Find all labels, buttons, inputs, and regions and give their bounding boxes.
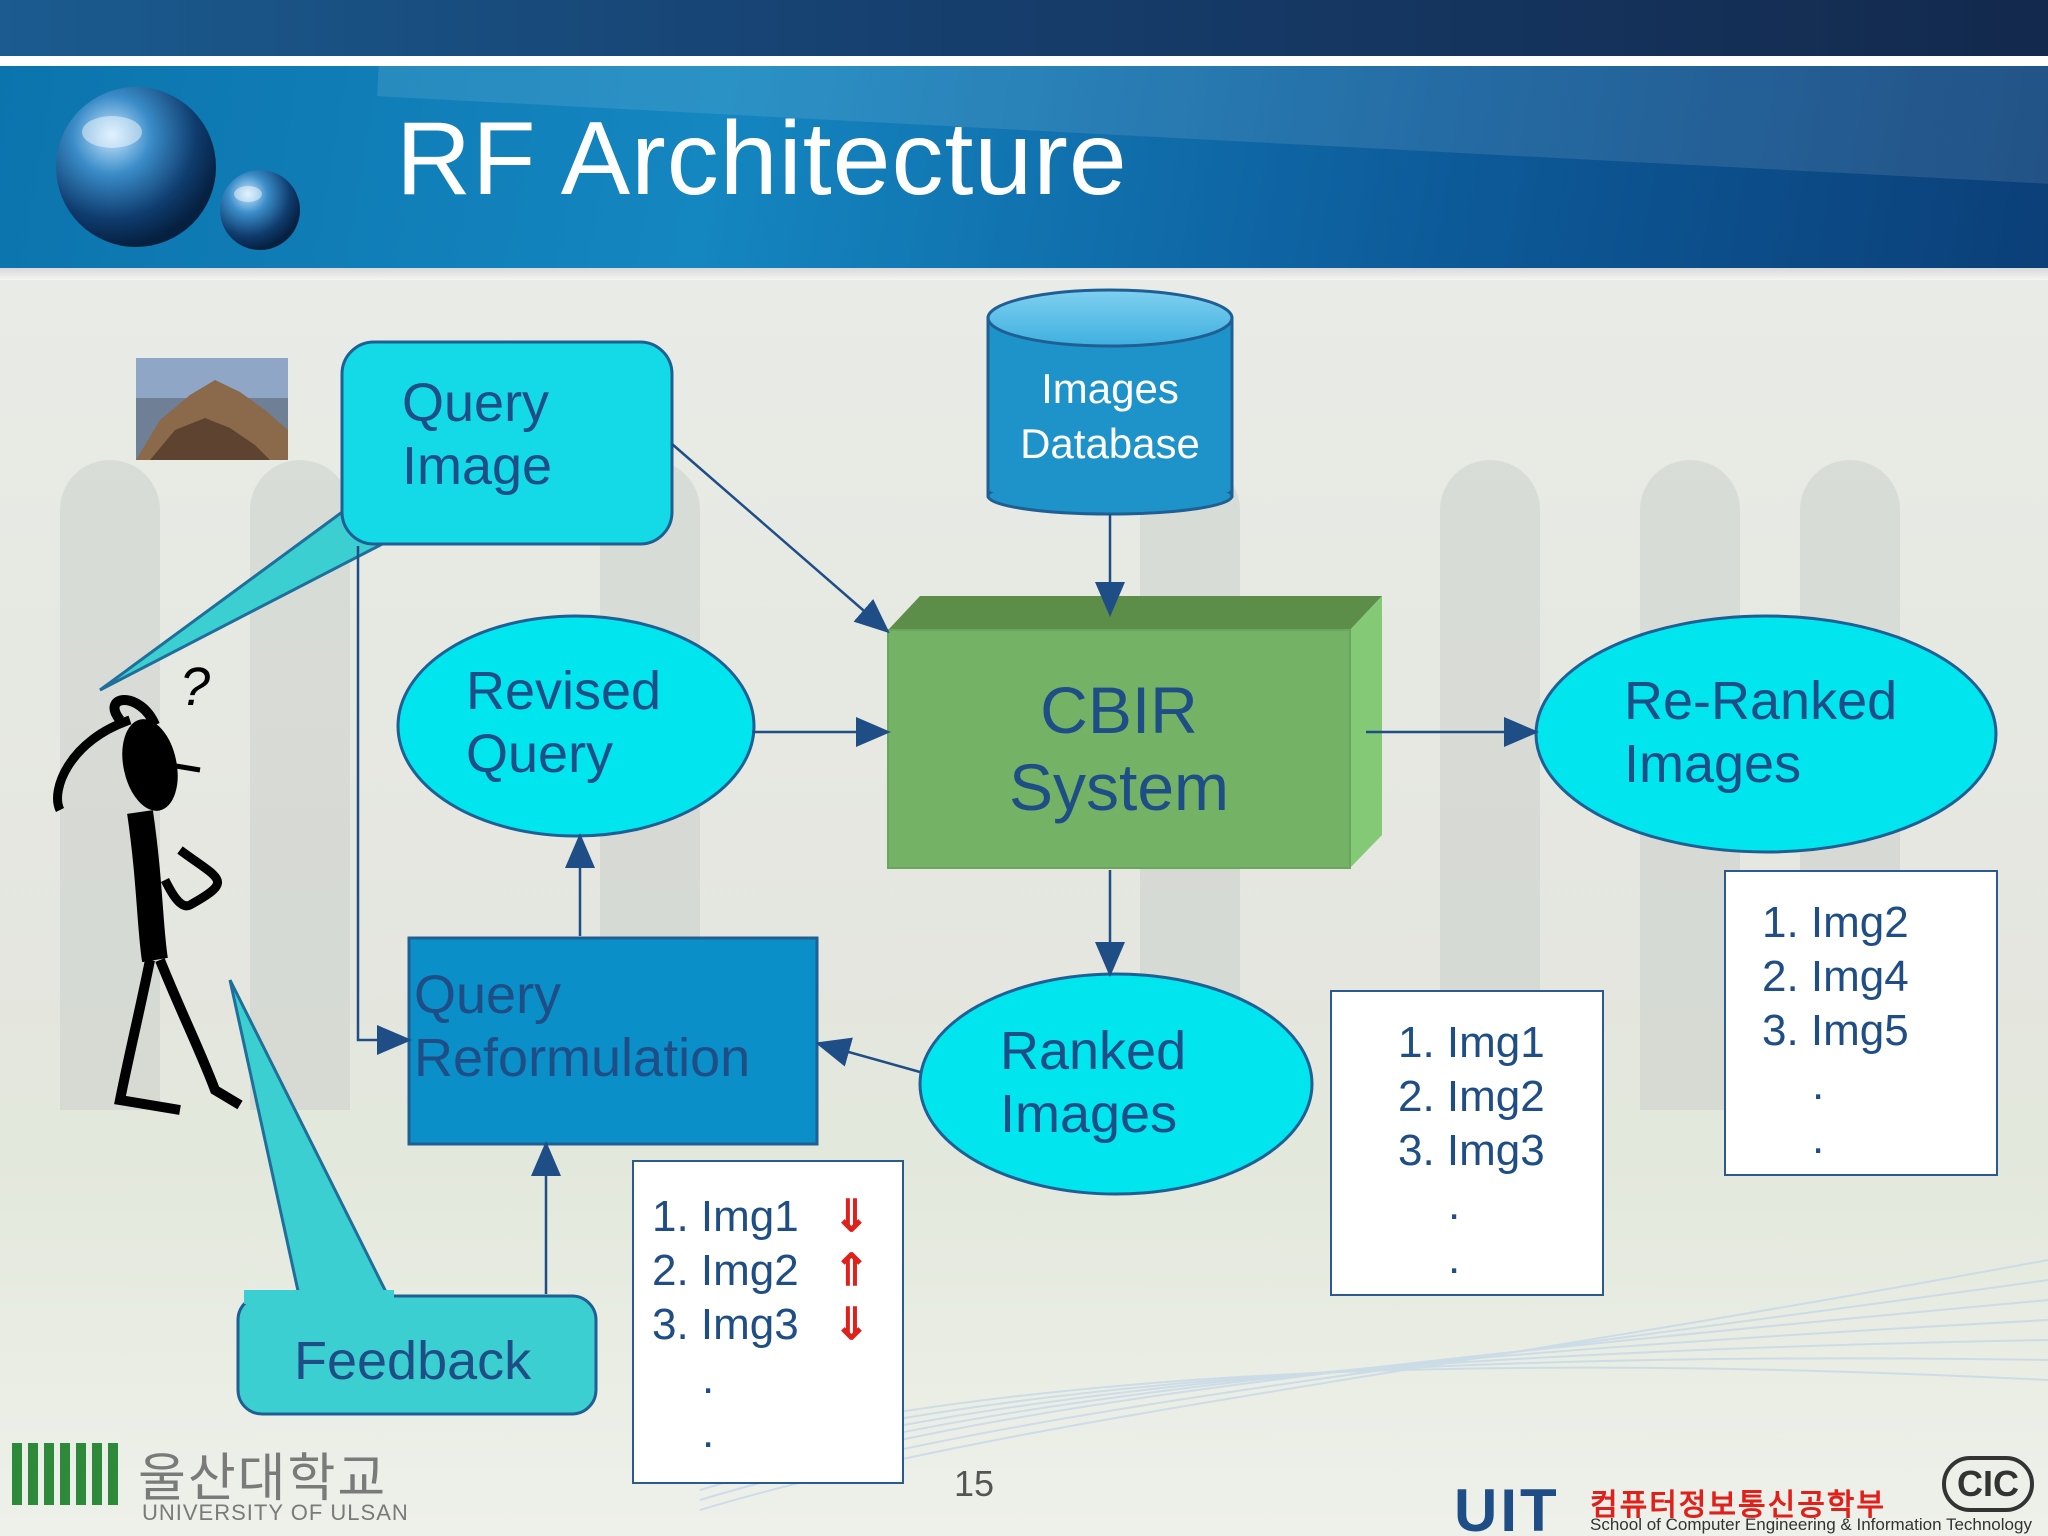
query-reformulation-label: Query Reformulation <box>414 965 751 1088</box>
feedback-node <box>236 1294 598 1416</box>
top-divider <box>0 56 2048 66</box>
list-item: 2. Img2 ⇑ <box>652 1244 892 1298</box>
list-item: 3. Img5 <box>1762 1006 1909 1055</box>
title-shadow <box>0 268 2048 280</box>
query-image-callout-tail <box>99 508 393 692</box>
list-item: . <box>1812 1060 1825 1109</box>
images-database-node <box>986 288 1234 516</box>
list-item: 2. Img4 <box>1762 952 1909 1001</box>
list-item: . <box>1448 1234 1461 1283</box>
list-item-text: 3. Img3 <box>652 1300 799 1349</box>
query-image-node <box>340 340 674 546</box>
list-item: 1. Img1 ⇓ <box>652 1190 892 1244</box>
large-sphere-icon <box>56 87 216 247</box>
query-reformulation-node <box>407 936 819 1146</box>
feedback-list-box <box>632 1160 904 1484</box>
ranked-list-box <box>1330 990 1604 1296</box>
ranked-images-label: Ranked Images <box>1000 1021 1187 1144</box>
page-number: 15 <box>954 1463 995 1504</box>
university-logo-bars-icon <box>12 1443 124 1510</box>
list-item: 1. Img1 <box>1398 1018 1545 1067</box>
slide-title: RF Architecture <box>396 101 1128 217</box>
cbir-system-node <box>887 596 1382 869</box>
arrow-query-to-cbir <box>671 443 890 634</box>
question-mark: ? <box>180 657 211 717</box>
feedback-list: 1. Img1 ⇓ 2. Img2 ⇑ 3. Img3 ⇓ . . <box>652 1190 892 1460</box>
irrelevant-mark-icon: ⇓ <box>832 1192 870 1241</box>
feedback-label: Feedback <box>294 1331 532 1391</box>
irrelevant-mark-icon: ⇓ <box>832 1300 870 1349</box>
list-item: 3. Img3 ⇓ <box>652 1298 892 1352</box>
reranked-list: 1. Img2 2. Img4 3. Img5 . . <box>1762 896 1909 1166</box>
globe-icon <box>56 87 300 250</box>
list-item: . <box>702 1408 715 1457</box>
arrow-ranked-to-reformulation <box>815 1037 921 1074</box>
list-item-text: 1. Img1 <box>652 1192 799 1241</box>
university-name-english: UNIVERSITY OF ULSAN <box>142 1500 409 1525</box>
list-item: 3. Img3 <box>1398 1126 1545 1175</box>
small-sphere-icon <box>220 170 300 250</box>
reranked-list-box <box>1724 870 1998 1176</box>
list-item: . <box>1812 1114 1825 1163</box>
department-name-english: School of Computer Engineering & Informa… <box>1590 1515 2032 1534</box>
title-band <box>0 66 2048 268</box>
thinking-person-icon <box>53 695 243 1115</box>
arrow-query-to-reformulation <box>356 546 412 1055</box>
relevant-mark-icon: ⇑ <box>832 1246 870 1295</box>
query-image-thumbnail <box>136 358 288 460</box>
feedback-callout-tail <box>228 979 393 1302</box>
images-database-label: Images Database <box>1020 365 1200 467</box>
re-ranked-images-label: Re-Ranked Images <box>1624 671 1898 794</box>
university-name-korean: 울산대학교 <box>138 1450 388 1508</box>
list-item: 1. Img2 <box>1762 898 1909 947</box>
department-name-korean: 컴퓨터정보통신공학부 <box>1590 1489 1886 1522</box>
list-item: 2. Img2 <box>1398 1072 1545 1121</box>
university-logo <box>12 1443 124 1510</box>
cbir-system-label: CBIR System <box>1008 673 1230 824</box>
ranked-list: 1. Img1 2. Img2 3. Img3 . . <box>1398 1016 1545 1286</box>
query-image-label: Query Image <box>402 373 553 496</box>
cic-logo: CIC <box>1942 1456 2034 1512</box>
list-item-text: 2. Img2 <box>652 1246 799 1295</box>
list-item: . <box>702 1354 715 1403</box>
revised-query-label: Revised Query <box>466 661 662 784</box>
top-bar <box>0 0 2048 56</box>
uit-logo: UIT <box>1454 1477 1560 1536</box>
list-item: . <box>1448 1180 1461 1229</box>
